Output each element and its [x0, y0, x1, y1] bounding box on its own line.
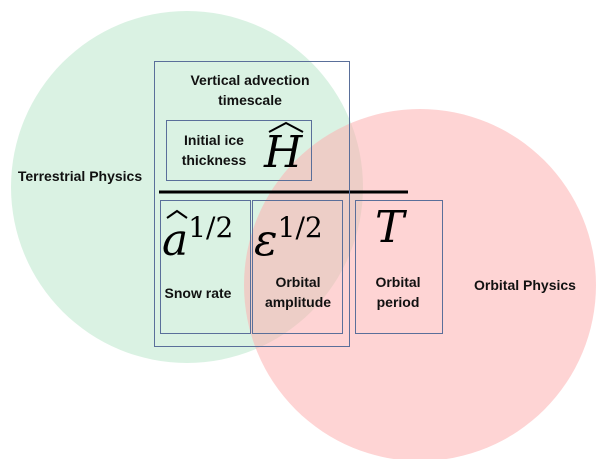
- a-symbol: a: [162, 215, 189, 266]
- orbital-period-label: Orbital period: [375, 274, 421, 310]
- orbital-amplitude-box: [252, 200, 343, 334]
- h-hat-symbol: H: [264, 128, 302, 178]
- a-hat-term: a1/2: [162, 200, 233, 269]
- orbital-amplitude-label: Orbital amplitude: [264, 274, 332, 310]
- orbital-period-box: [355, 200, 443, 334]
- orbital-circle: [244, 109, 596, 459]
- epsilon-exponent: 1/2: [277, 211, 323, 244]
- initial-ice-box: [166, 120, 312, 181]
- epsilon-term: ε1/2: [254, 200, 323, 269]
- numerator-box: [154, 61, 350, 347]
- a-exponent: 1/2: [188, 211, 234, 244]
- vertical-advection-title: Vertical advection timescale: [190, 72, 310, 108]
- initial-ice-label: Initial ice thickness: [181, 132, 247, 168]
- orbital-physics-label: Orbital Physics: [474, 277, 576, 293]
- snow-rate-label: Snow rate: [164, 285, 232, 301]
- h-hat-icon: [268, 121, 304, 133]
- a-hat-icon: [166, 209, 188, 219]
- t-symbol: T: [375, 202, 405, 253]
- epsilon-symbol: ε: [254, 215, 278, 266]
- snow-rate-box: [160, 200, 251, 334]
- t-term: T: [375, 200, 404, 256]
- terrestrial-physics-label: Terrestrial Physics: [17, 168, 143, 184]
- h-symbol: H: [264, 127, 303, 178]
